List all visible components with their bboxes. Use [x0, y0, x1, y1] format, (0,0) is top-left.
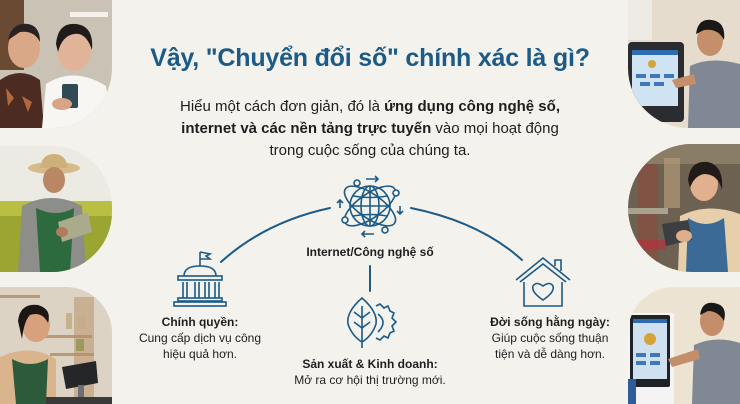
photo-kiosk-man-2 [628, 287, 740, 404]
photo-shop-pos [0, 287, 112, 404]
intro-bold-2: internet và các nền tảng trực tuyến [181, 120, 432, 137]
intro-text-2: vào mọi hoạt động [431, 120, 559, 137]
page-title: Vậy, "Chuyển đổi số" chính xác là gì? [150, 44, 590, 72]
photo-shopkeeper-tablet [628, 144, 740, 272]
intro-text-3: trong cuộc sống của chúng ta. [269, 142, 471, 159]
photo-kiosk-man-1 [628, 0, 740, 128]
government-building-icon [173, 251, 227, 307]
photo-farmer-tablet [0, 146, 112, 272]
node-business-heading: Sản xuất & Kinh doanh: [302, 357, 438, 371]
leaf-gear-icon [346, 296, 398, 348]
node-daily-life-line2: tiện và dễ dàng hơn. [495, 347, 605, 361]
node-business-line1: Mở ra cơ hội thị trường mới. [294, 373, 446, 387]
center-node-label: Internet/Công nghệ số [306, 245, 434, 259]
node-business: Sản xuất & Kinh doanh: Mở ra cơ hội thị … [280, 356, 460, 388]
node-government-heading: Chính quyền: [161, 315, 239, 329]
node-government-line2: hiệu quả hơn. [163, 347, 237, 361]
intro-paragraph: Hiểu một cách đơn giản, đó là ứng dụng c… [150, 96, 590, 162]
node-daily-life: Đời sống hằng ngày: Giúp cuộc sống thuận… [470, 314, 630, 362]
globe-network-icon [336, 175, 404, 238]
node-government-line1: Cung cấp dịch vụ công [138, 331, 262, 345]
intro-text-1: Hiểu một cách đơn giản, đó là [180, 98, 385, 115]
node-daily-life-heading: Đời sống hằng ngày: [490, 315, 610, 329]
node-government: Chính quyền: Cung cấp dịch vụ công hiệu … [135, 314, 265, 362]
photo-women-smartphone [0, 0, 112, 128]
node-daily-life-line1: Giúp cuộc sống thuận [491, 331, 609, 345]
house-heart-icon [515, 256, 571, 307]
intro-bold-1: ứng dụng công nghệ số, [384, 98, 560, 115]
